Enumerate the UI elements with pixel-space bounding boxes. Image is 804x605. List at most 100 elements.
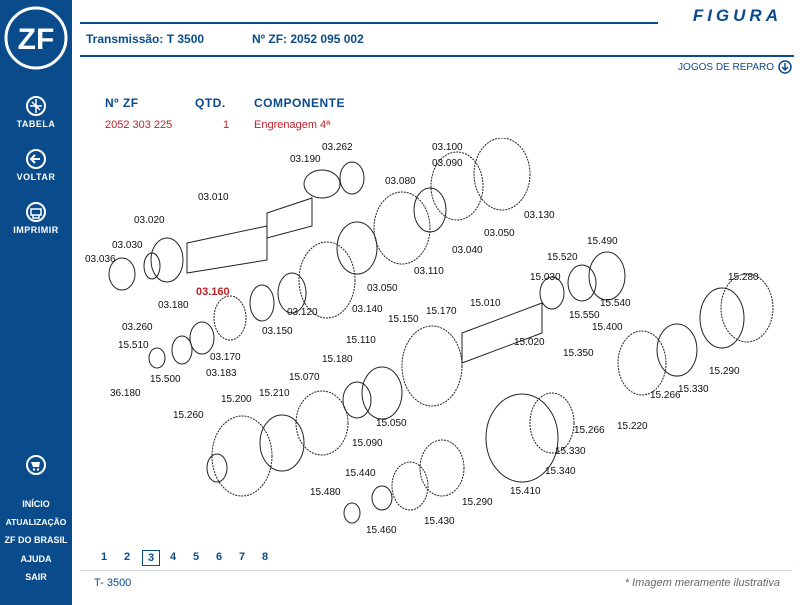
part-label[interactable]: 03.010 [198,192,229,203]
part-label[interactable]: 15.200 [221,394,252,405]
part-label[interactable]: 15.150 [388,314,419,325]
part-label[interactable]: 15.030 [530,272,561,283]
figura-title: FIGURA [692,6,782,25]
tabela-label: TABELA [16,119,56,129]
col-zf-header: Nº ZF [105,96,139,110]
part-label[interactable]: 03.110 [414,266,444,277]
part-label[interactable]: 15.110 [346,335,376,346]
part-label[interactable]: 15.520 [547,252,578,263]
part-label[interactable]: 15.460 [366,525,397,536]
part-label[interactable]: 36.180 [110,388,141,399]
page-3-active[interactable]: 3 [142,550,160,566]
sidebar: ZF TABELA VOLTAR IMPRIMIR INÍCIO [0,0,72,605]
part-label[interactable]: 15.070 [289,372,320,383]
part-label[interactable]: 03.050 [484,228,515,239]
part-label[interactable]: 15.090 [352,438,383,449]
part-label[interactable]: 15.480 [310,487,341,498]
part-label[interactable]: 15.266 [650,390,681,401]
page-8[interactable]: 8 [261,551,269,563]
jogos-de-reparo-link[interactable]: JOGOS DE REPARO [678,62,774,73]
part-label[interactable]: 15.490 [587,236,618,247]
part-label[interactable]: 03.050 [367,283,398,294]
part-label[interactable]: 03.036 [85,254,116,265]
page-1[interactable]: 1 [100,551,108,563]
imprimir-button[interactable]: IMPRIMIR [0,201,72,235]
part-label[interactable]: 03.140 [352,304,383,315]
part-label[interactable]: 03.130 [524,210,555,221]
imprimir-label: IMPRIMIR [13,225,59,235]
header-rule [80,22,658,24]
part-label[interactable]: 03.190 [290,154,321,165]
part-label[interactable]: 15.180 [322,354,353,365]
voltar-button[interactable]: VOLTAR [0,148,72,182]
exploded-gear-diagram: 03.262 03.100 03.090 03.190 03.080 03.01… [85,138,774,536]
part-label[interactable]: 15.410 [510,486,541,497]
cart-icon [26,455,46,475]
page-2[interactable]: 2 [123,551,131,563]
download-circle-icon[interactable] [778,60,792,74]
part-label[interactable]: 15.280 [728,272,759,283]
footer-note: * Imagem meramente ilustrativa [624,577,780,589]
row-zf[interactable]: 2052 303 225 [105,119,173,131]
tabela-button[interactable]: TABELA [0,95,72,129]
page-6[interactable]: 6 [215,551,223,563]
zf-number-label: Nº ZF: 2052 095 002 [252,32,364,46]
col-qtd-header: QTD. [195,96,226,110]
voltar-label: VOLTAR [16,172,56,182]
part-label[interactable]: 15.010 [470,298,501,309]
highlighted-part-label[interactable]: 03.160 [196,286,230,298]
cart-button[interactable] [0,454,72,476]
part-label[interactable]: 03.040 [452,245,483,256]
page-5[interactable]: 5 [192,551,200,563]
part-label[interactable]: 15.260 [173,410,204,421]
part-label[interactable]: 15.550 [569,310,600,321]
part-label[interactable]: 03.150 [262,326,293,337]
part-label[interactable]: 03.030 [112,240,143,251]
counter-shaft [461,302,543,364]
row-qtd: 1 [223,119,230,131]
inicio-link[interactable]: INÍCIO [22,499,50,509]
part-label[interactable]: 15.330 [555,446,586,457]
part-label[interactable]: 03.020 [134,215,165,226]
part-label[interactable]: 03.090 [432,158,463,169]
part-label[interactable]: 15.540 [600,298,631,309]
part-label[interactable]: 03.183 [206,368,237,379]
part-label[interactable]: 15.020 [514,337,545,348]
ajuda-link[interactable]: AJUDA [20,554,52,564]
back-arrow-icon [26,149,46,169]
zf-brasil-link[interactable]: ZF DO BRASIL [4,535,68,545]
printer-icon [26,202,46,222]
part-label[interactable]: 15.266 [574,425,605,436]
part-label[interactable]: 03.260 [122,322,153,333]
part-label[interactable]: 03.170 [210,352,241,363]
transmission-label: Transmissão: T 3500 [86,32,205,46]
bearing-part [108,257,136,291]
part-label[interactable]: 15.500 [150,374,181,385]
part-label[interactable]: 03.080 [385,176,416,187]
part-label[interactable]: 15.510 [118,340,149,351]
part-label[interactable]: 15.050 [376,418,407,429]
logo-text: ZF [18,23,55,56]
part-label[interactable]: 15.220 [617,421,648,432]
part-label[interactable]: 03.262 [322,142,353,153]
part-label[interactable]: 15.290 [462,497,493,508]
page-4[interactable]: 4 [169,551,177,563]
part-label[interactable]: 15.210 [259,388,290,399]
part-label[interactable]: 15.440 [345,468,376,479]
part-label[interactable]: 15.290 [709,366,740,377]
sair-link[interactable]: SAIR [25,572,47,582]
page-7[interactable]: 7 [238,551,246,563]
part-label[interactable]: 15.350 [563,348,594,359]
row-componente: Engrenagem 4ª [254,119,331,131]
part-label[interactable]: 15.170 [426,306,457,317]
atualizacao-link[interactable]: ATUALIZAÇÃO [5,517,67,527]
table-gear-icon [26,96,46,116]
part-label[interactable]: 03.100 [432,142,463,153]
part-label[interactable]: 15.340 [545,466,576,477]
part-label[interactable]: 03.120 [287,307,318,318]
part-label[interactable]: 15.430 [424,516,455,527]
main-shaft [186,225,268,274]
part-label[interactable]: 15.400 [592,322,623,333]
part-label[interactable]: 15.330 [678,384,709,395]
part-label[interactable]: 03.180 [158,300,189,311]
